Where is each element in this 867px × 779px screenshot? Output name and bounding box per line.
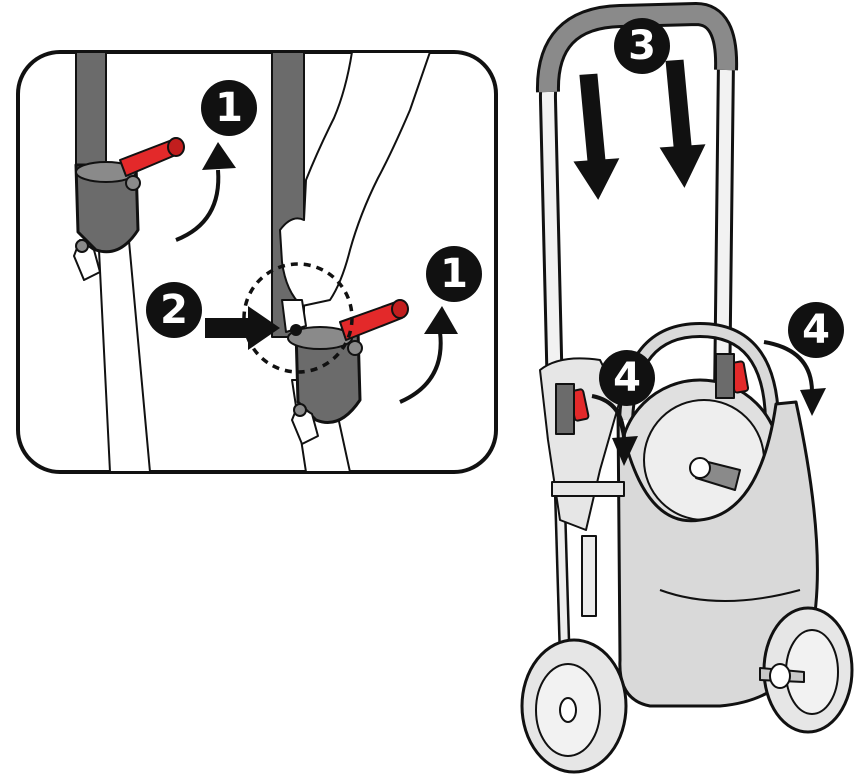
right-lift-arrow bbox=[399, 331, 443, 404]
step-badge-4-right-circle bbox=[788, 302, 844, 358]
fold-arrow-left bbox=[591, 394, 626, 441]
push-down-arrow-right bbox=[659, 59, 706, 188]
stroller-left-wheel bbox=[520, 638, 628, 774]
basket-wheel-center bbox=[689, 457, 711, 479]
push-down-arrow-left bbox=[573, 73, 620, 200]
step-badge-2-label: 2 bbox=[160, 287, 188, 333]
stroller-handle-grip-fill bbox=[538, 4, 736, 93]
stroller-right-joint bbox=[715, 353, 735, 399]
step-badge-4-left: 4 bbox=[599, 350, 655, 406]
left-joint-pin bbox=[125, 175, 141, 191]
left-red-lever-end bbox=[167, 137, 185, 157]
step-badge-1-top: 1 bbox=[201, 80, 257, 136]
step-badge-1-top-circle bbox=[201, 80, 257, 136]
right-wheel-hub bbox=[769, 663, 791, 689]
left-lift-arrowhead bbox=[202, 142, 236, 170]
release-button bbox=[290, 324, 302, 336]
right-joint-pin bbox=[347, 340, 363, 356]
basket-bag-seam bbox=[659, 589, 801, 602]
right-lift-arrowhead bbox=[424, 306, 458, 334]
operator-hand bbox=[279, 52, 431, 307]
step-badge-4-left-circle bbox=[599, 350, 655, 406]
step-badge-1-bottom-circle bbox=[426, 246, 482, 302]
step-badge-2-circle bbox=[146, 282, 202, 338]
operator-thumb bbox=[281, 299, 307, 333]
stroller-side-label bbox=[581, 535, 597, 617]
step-badge-1-bottom: 1 bbox=[426, 246, 482, 302]
right-joint-housing bbox=[294, 328, 362, 424]
detail-inset: 1 2 1 bbox=[16, 50, 498, 474]
step-badge-3-label: 3 bbox=[628, 23, 656, 69]
stroller-illustration bbox=[520, 1, 854, 774]
right-tube-assembly bbox=[205, 52, 458, 472]
left-joint-housing bbox=[74, 163, 140, 254]
right-lock-clip-button bbox=[293, 403, 307, 417]
left-lock-clip-button bbox=[75, 239, 89, 253]
stroller-left-joint bbox=[555, 383, 575, 435]
left-tube-assembly bbox=[73, 52, 236, 472]
right-red-lever-end bbox=[391, 299, 409, 319]
fold-arrow-left-head bbox=[612, 436, 638, 466]
step-badge-1-top-label: 1 bbox=[215, 85, 243, 131]
push-button-arrow bbox=[205, 306, 280, 350]
stroller-right-wheel bbox=[759, 606, 854, 734]
fold-arrow-right bbox=[763, 340, 814, 393]
step-badge-1-bottom-label: 1 bbox=[440, 251, 468, 297]
left-wheel-hub bbox=[559, 697, 577, 723]
step-badge-4-left-label: 4 bbox=[613, 355, 641, 401]
step-badge-3: 3 bbox=[614, 18, 670, 74]
handle-push-arrows bbox=[573, 59, 706, 200]
step-badge-2: 2 bbox=[146, 282, 202, 338]
left-lift-arrow bbox=[175, 169, 221, 242]
step-badge-4-right-label: 4 bbox=[802, 307, 830, 353]
stroller-frame-strap bbox=[551, 481, 625, 497]
step-badge-3-circle bbox=[614, 18, 670, 74]
fold-arrow-right-head bbox=[800, 388, 826, 416]
stroller-basket-bag bbox=[616, 400, 819, 708]
step-badge-4-right: 4 bbox=[788, 302, 844, 358]
